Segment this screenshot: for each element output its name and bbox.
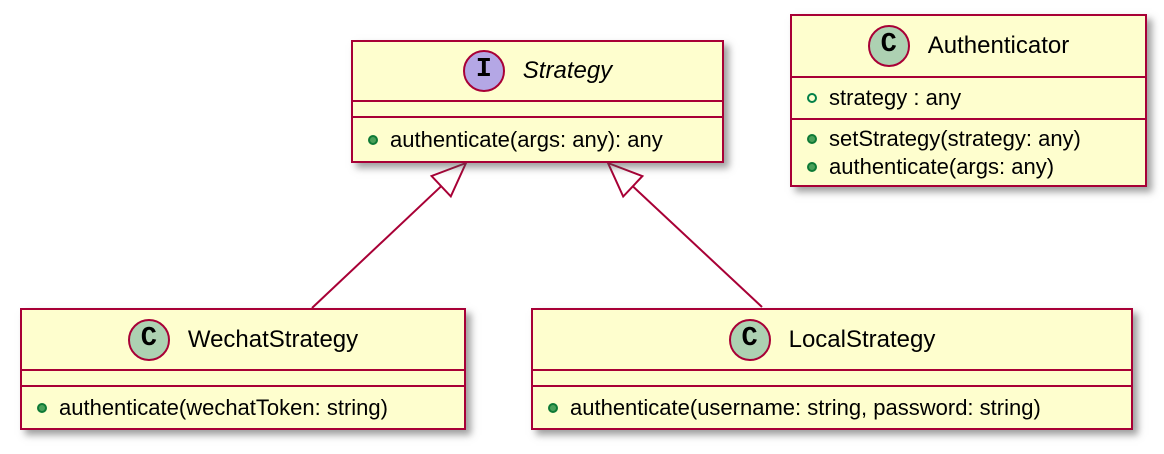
class-name: Strategy: [522, 57, 613, 84]
interface-badge-icon: I: [462, 50, 505, 92]
realization-edge-local-to-strategy: [606, 161, 763, 308]
class-name: WechatStrategy: [187, 325, 359, 353]
public-method-icon: [807, 133, 817, 144]
class-badge-icon: C: [127, 318, 170, 361]
realization-line-wechat: [311, 185, 442, 309]
class-box-authenticator: C Authenticator strategy : any setStrate…: [790, 14, 1147, 187]
fields-section: [22, 371, 464, 387]
method-text: authenticate(wechatToken: string): [59, 394, 388, 420]
class-box-wechatstrategy: C WechatStrategy authenticate(wechatToke…: [20, 308, 466, 430]
class-header: C LocalStrategy: [533, 310, 1131, 371]
class-name: LocalStrategy: [788, 325, 936, 353]
method-text: authenticate(username: string, password:…: [570, 394, 1041, 420]
realization-edge-wechat-to-strategy: [311, 161, 468, 309]
method-row: setStrategy(strategy: any): [792, 125, 1145, 153]
method-text: authenticate(args: any): [829, 153, 1055, 179]
field-text: strategy : any: [829, 85, 962, 110]
class-badge-icon: C: [867, 25, 910, 67]
method-text: setStrategy(strategy: any): [829, 125, 1081, 151]
public-method-icon: [37, 402, 47, 413]
fields-section: strategy : any: [792, 78, 1145, 120]
class-name: Authenticator: [927, 32, 1070, 59]
method-row: authenticate(args: any): [792, 153, 1145, 181]
class-header: C Authenticator: [792, 16, 1145, 78]
hollow-triangle-arrowhead-icon: [606, 161, 645, 199]
method-text: authenticate(args: any): any: [390, 126, 663, 152]
class-header: C WechatStrategy: [22, 310, 464, 371]
method-row: authenticate(args: any): any: [353, 126, 722, 154]
methods-section: authenticate(username: string, password:…: [533, 387, 1131, 428]
methods-section: authenticate(args: any): any: [353, 118, 722, 161]
hollow-triangle-arrowhead-icon: [429, 161, 468, 199]
class-badge-icon: C: [728, 318, 771, 361]
method-row: authenticate(wechatToken: string): [22, 394, 464, 422]
realization-line-local: [632, 185, 763, 308]
methods-section: authenticate(wechatToken: string): [22, 387, 464, 428]
public-method-icon: [368, 134, 378, 145]
public-method-icon: [548, 402, 558, 413]
class-header: I Strategy: [353, 42, 722, 102]
fields-section: [353, 102, 722, 118]
field-row: strategy : any: [792, 84, 1145, 112]
fields-section: [533, 371, 1131, 387]
public-field-icon: [807, 93, 817, 103]
method-row: authenticate(username: string, password:…: [533, 394, 1131, 422]
methods-section: setStrategy(strategy: any) authenticate(…: [792, 120, 1145, 185]
class-box-strategy: I Strategy authenticate(args: any): any: [351, 40, 724, 163]
class-box-localstrategy: C LocalStrategy authenticate(username: s…: [531, 308, 1133, 430]
public-method-icon: [807, 161, 817, 172]
